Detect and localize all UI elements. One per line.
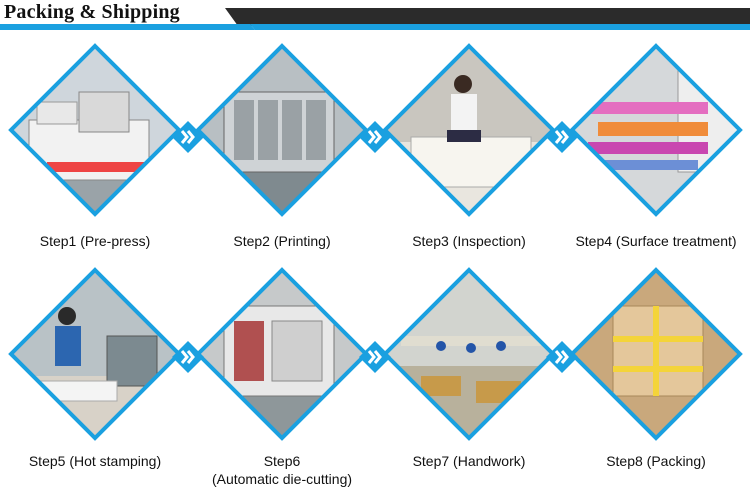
step-1-label: Step1 (Pre-press) <box>39 233 151 249</box>
step-5-photo <box>8 267 182 441</box>
double-chevron-right-icon <box>172 341 204 373</box>
step-card-1: Step1 (Pre-press) <box>0 42 190 262</box>
double-chevron-right-icon <box>172 121 204 153</box>
step-1-photo <box>8 43 182 217</box>
step-5-label: Step5 (Hot stamping) <box>28 453 162 469</box>
step-2-label: Step2 (Printing) <box>233 233 331 249</box>
double-chevron-right-icon <box>359 121 391 153</box>
step-card-5: Step5 (Hot stamping) <box>0 266 190 496</box>
double-chevron-right-icon <box>546 341 578 373</box>
step-card-8: Step8 (Packing) <box>561 266 750 496</box>
step-8-photo <box>569 267 743 441</box>
step-3-label: Step3 (Inspection) <box>412 233 526 249</box>
step-8-label: Step8 (Packing) <box>606 453 706 469</box>
step-7-photo <box>382 267 556 441</box>
step-6-photo <box>195 267 369 441</box>
step-card-2: Step2 (Printing) <box>187 42 377 262</box>
double-chevron-right-icon <box>359 341 391 373</box>
page-title: Packing & Shipping <box>4 1 180 23</box>
step-2-photo <box>195 43 369 217</box>
step-6-label: Step6 <box>263 453 301 469</box>
step-card-6: Step6 (Automatic die-cutting) <box>187 266 377 496</box>
step-card-3: Step3 (Inspection) <box>374 42 564 262</box>
step-card-4: Step4 (Surface treatment) <box>561 42 750 262</box>
step-4-photo <box>569 43 743 217</box>
header-bar <box>0 0 750 30</box>
step-7-label: Step7 (Handwork) <box>412 453 526 469</box>
step-6-label-line2: (Automatic die-cutting) <box>211 471 353 487</box>
step-card-7: Step7 (Handwork) <box>374 266 564 496</box>
double-chevron-right-icon <box>546 121 578 153</box>
step-3-photo <box>382 43 556 217</box>
section-header: Packing & Shipping <box>0 0 750 30</box>
step-4-label: Step4 (Surface treatment) <box>575 233 737 249</box>
